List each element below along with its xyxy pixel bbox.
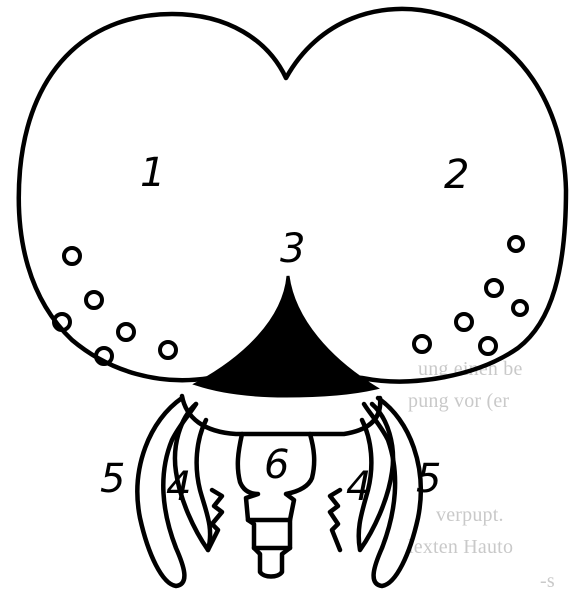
dot-right-5 [414, 336, 430, 352]
label-1: 1 [140, 150, 165, 196]
palp-right-outer [364, 398, 421, 586]
dot-right-2 [486, 280, 502, 296]
dot-left-6 [160, 342, 176, 358]
label-6: 6 [264, 442, 289, 488]
dot-left-1 [64, 248, 80, 264]
dot-left-2 [86, 292, 102, 308]
label-5-right: 5 [416, 456, 441, 502]
dot-right-3 [513, 301, 527, 315]
dot-left-4 [118, 324, 134, 340]
label-2: 2 [444, 152, 469, 198]
dot-right-6 [480, 338, 496, 354]
face-plate [182, 396, 380, 434]
dot-right-4 [456, 314, 472, 330]
label-4-left: 4 [166, 464, 191, 510]
label-5-left: 5 [100, 456, 125, 502]
frons-black-area [196, 276, 376, 396]
dot-right-1 [509, 237, 523, 251]
label-4-right: 4 [346, 464, 371, 510]
label-3: 3 [280, 226, 305, 272]
maxilla-right-teeth [330, 490, 340, 550]
